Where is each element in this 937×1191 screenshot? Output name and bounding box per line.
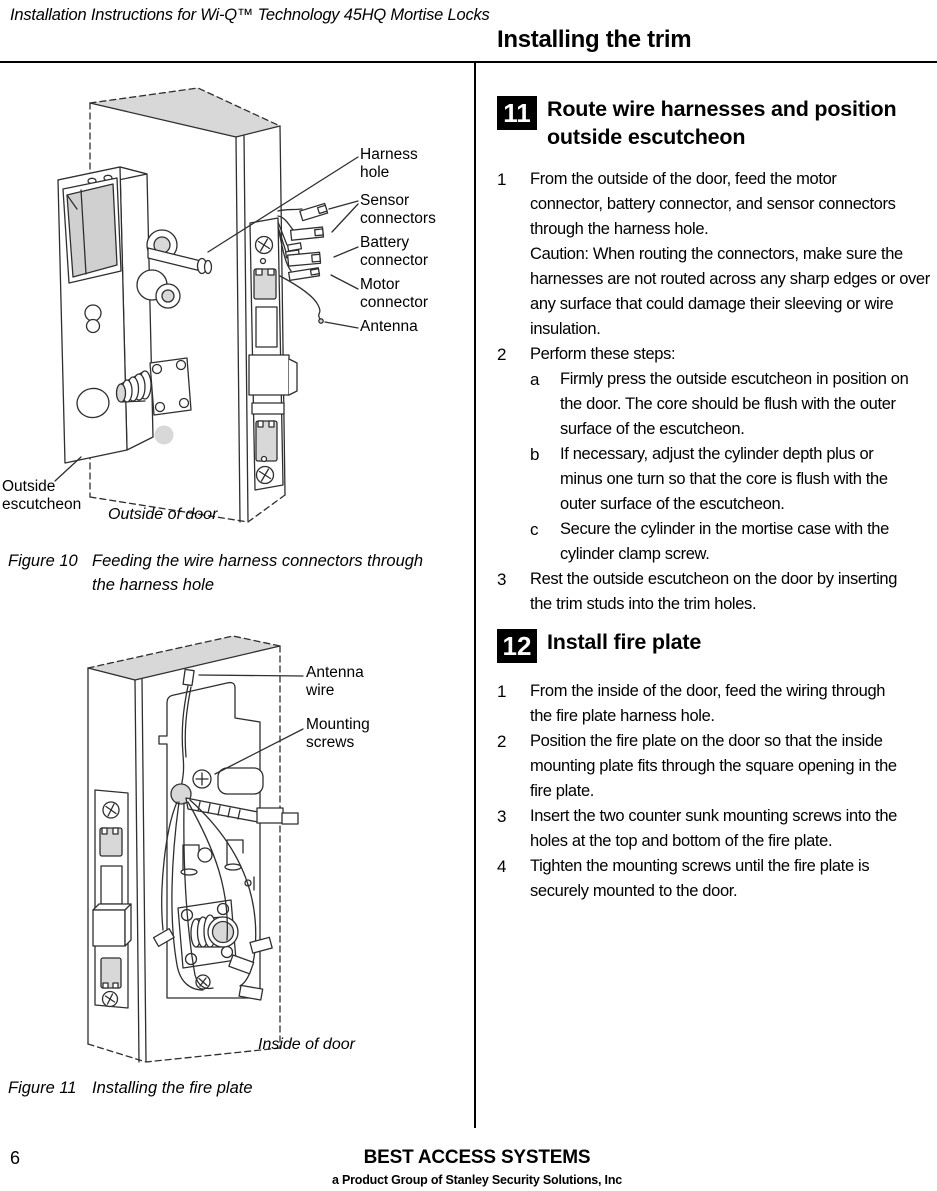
label-sensor-connectors: Sensor connectors bbox=[360, 192, 436, 227]
step-11-section: 11 Route wire harnesses and position out… bbox=[497, 96, 930, 617]
column-divider bbox=[474, 62, 476, 1128]
inside-mounting-plate bbox=[177, 899, 239, 990]
label-motor-connector: Motor connector bbox=[360, 276, 429, 311]
item-number: 2 bbox=[497, 732, 507, 751]
door-outline bbox=[87, 635, 281, 1063]
step-item: 2 Position the fire plate on the door so… bbox=[497, 729, 927, 804]
step-subitem: b If necessary, adjust the cylinder dept… bbox=[530, 442, 927, 517]
footer-tagline: a Product Group of Stanley Security Solu… bbox=[331, 1173, 623, 1187]
cylinder-mounting-plate bbox=[115, 357, 192, 445]
page-section-title: Installing the trim bbox=[497, 26, 692, 53]
item-number: 3 bbox=[497, 807, 507, 826]
item-number: 1 bbox=[497, 170, 507, 189]
step-item: 2 Perform these steps: bbox=[497, 342, 927, 367]
step-item-text: From the inside of the door, feed the wi… bbox=[530, 682, 886, 725]
step-number-badge: 11 bbox=[497, 96, 537, 130]
label-battery-connector: Battery connector bbox=[360, 234, 429, 269]
step-item: 3 Rest the outside escutcheon on the doo… bbox=[497, 567, 927, 617]
step-item-text: Tighten the mounting screws until the fi… bbox=[530, 857, 870, 900]
step-title: Install fire plate bbox=[547, 630, 702, 654]
step-number-badge: 12 bbox=[497, 629, 537, 663]
wire-connectors bbox=[152, 799, 273, 1001]
label-antenna: Antenna bbox=[360, 318, 418, 335]
step-12-section: 12 Install fire plate 1 From the inside … bbox=[497, 629, 927, 904]
item-letter: c bbox=[530, 520, 539, 539]
step-item-text: From the outside of the door, feed the m… bbox=[530, 170, 930, 338]
outside-escutcheon-drawing bbox=[57, 166, 154, 464]
step-11-heading: 11 Route wire harnesses and position out… bbox=[497, 96, 927, 151]
label-inside-of-door: Inside of door bbox=[258, 1036, 355, 1053]
mortise-faceplate bbox=[248, 217, 298, 491]
figure-11-caption: Figure 11 Installing the fire plate bbox=[8, 1076, 253, 1100]
antenna-wire-drawing bbox=[279, 275, 321, 320]
door-outline bbox=[89, 87, 286, 523]
instructions-column: 11 Route wire harnesses and position out… bbox=[497, 96, 930, 904]
leader-lines bbox=[198, 674, 304, 775]
wire-connectors bbox=[277, 202, 329, 324]
item-number: 2 bbox=[497, 345, 507, 364]
step-subitem: c Secure the cylinder in the mortise cas… bbox=[530, 517, 927, 567]
step-item: 1 From the inside of the door, feed the … bbox=[497, 679, 927, 729]
figure-10-caption-number: Figure 10 bbox=[8, 552, 78, 570]
step-item-text: If necessary, adjust the cylinder depth … bbox=[560, 445, 888, 513]
antenna-wire-drawing bbox=[180, 668, 195, 791]
step-12-heading: 12 Install fire plate bbox=[497, 629, 927, 663]
step-item: 4 Tighten the mounting screws until the … bbox=[497, 854, 927, 904]
step-subitem: a Firmly press the outside escutcheon in… bbox=[530, 367, 927, 442]
figure-10-caption: Figure 10 Feeding the wire harness conne… bbox=[8, 549, 423, 597]
document-title: Installation Instructions for Wi-Q™ Tech… bbox=[10, 6, 490, 24]
leader-lines bbox=[54, 156, 359, 482]
footer: BEST ACCESS SYSTEMS a Product Group of S… bbox=[17, 1147, 937, 1187]
label-outside-of-door: Outside of door bbox=[108, 506, 218, 523]
item-number: 1 bbox=[497, 682, 507, 701]
label-mounting-screws: Mounting screws bbox=[306, 716, 370, 751]
header-rule bbox=[0, 61, 937, 63]
label-antenna-wire: Antenna wire bbox=[306, 664, 364, 699]
step-item-text: Perform these steps: bbox=[530, 345, 676, 363]
mortise-faceplate bbox=[92, 789, 132, 1009]
step-title: Route wire harnesses and position outsid… bbox=[547, 97, 897, 149]
step-item-text: Position the fire plate on the door so t… bbox=[530, 732, 897, 800]
label-outside-escutcheon: Outside escutcheon bbox=[2, 478, 82, 513]
item-number: 3 bbox=[497, 570, 507, 589]
item-letter: a bbox=[530, 370, 540, 389]
figure-10-diagram bbox=[54, 87, 359, 523]
step-item: 1 From the outside of the door, feed the… bbox=[497, 167, 930, 342]
page-number: 6 bbox=[10, 1148, 21, 1168]
figure-11-diagram bbox=[87, 635, 304, 1063]
label-harness-hole: Harness hole bbox=[360, 146, 418, 181]
step-item-text: Insert the two counter sunk mounting scr… bbox=[530, 807, 897, 850]
step-item-text: Rest the outside escutcheon on the door … bbox=[530, 570, 898, 613]
footer-company-name: BEST ACCESS SYSTEMS bbox=[363, 1147, 591, 1168]
figure-11-caption-number: Figure 11 bbox=[8, 1079, 77, 1097]
item-number: 4 bbox=[497, 857, 507, 876]
step-item: 3 Insert the two counter sunk mounting s… bbox=[497, 804, 927, 854]
spindle-assembly bbox=[136, 229, 213, 309]
mounting-screw-drawing bbox=[192, 769, 212, 789]
step-item-text: Secure the cylinder in the mortise case … bbox=[560, 520, 889, 563]
step-item-text: Firmly press the outside escutcheon in p… bbox=[560, 370, 909, 438]
item-letter: b bbox=[530, 445, 540, 464]
